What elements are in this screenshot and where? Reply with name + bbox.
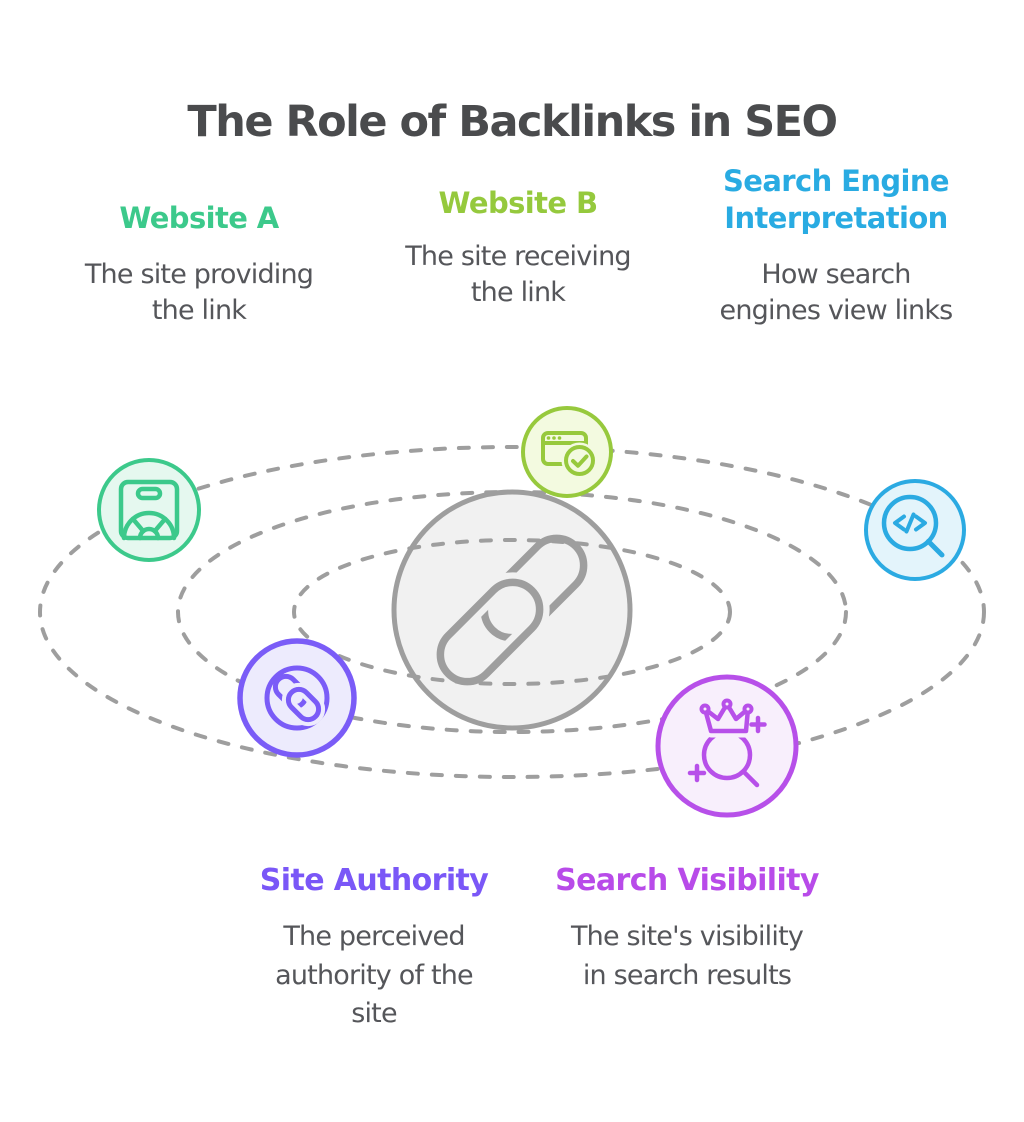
section-description: The site providing the link: [84, 259, 314, 326]
center-circle: [391, 489, 633, 731]
node-circle: [97, 458, 201, 562]
orbit-ring-middle: [176, 490, 848, 734]
section-heading: Website B: [438, 186, 599, 220]
page-title: The Role of Backlinks in SEO: [187, 96, 838, 147]
section-description: The site receiving the link: [405, 241, 631, 308]
node-search-visibility: [655, 674, 799, 818]
section-website-b: Website B The site receiving the link: [405, 185, 631, 310]
node-circle: [655, 674, 799, 818]
center-node: [391, 489, 633, 731]
section-heading: Website A: [119, 201, 279, 235]
crown-magnifier-icon: [687, 697, 767, 788]
section-search-engine-interpretation: Search Engine Interpretation How search …: [719, 163, 954, 328]
section-description: The perceived authority of the site: [275, 921, 474, 1030]
orbit-rings: [38, 445, 986, 779]
section-site-authority: Site Authority The perceived authority o…: [259, 862, 489, 1033]
section-description: How search engines view links: [719, 259, 954, 326]
section-heading: Site Authority: [259, 863, 489, 898]
section-description: The site's visibility in search results: [570, 921, 804, 991]
sparkle-plus-icon: [687, 763, 707, 783]
section-heading: Search Visibility: [555, 863, 819, 898]
orbit-diagram: [38, 406, 986, 818]
sparkle-plus-icon: [749, 715, 767, 734]
section-heading: Search Engine Interpretation: [722, 164, 950, 236]
chain-link-icon: [430, 534, 588, 692]
node-website-a: [97, 458, 201, 562]
code-magnifier-icon: [881, 494, 945, 558]
node-search-engine-interpretation: [864, 479, 966, 581]
interlocked-links-icon: [264, 665, 330, 731]
node-website-b: [521, 406, 613, 498]
node-site-authority: [237, 638, 357, 758]
section-website-a: Website A The site providing the link: [84, 200, 314, 328]
node-circle: [237, 638, 357, 758]
orbit-ring-inner: [292, 538, 732, 686]
orbit-ring-outer: [38, 445, 986, 779]
section-search-visibility: Search Visibility The site's visibility …: [555, 862, 819, 995]
browser-check-icon: [541, 431, 598, 479]
storefront-gauge-icon: [118, 479, 180, 541]
